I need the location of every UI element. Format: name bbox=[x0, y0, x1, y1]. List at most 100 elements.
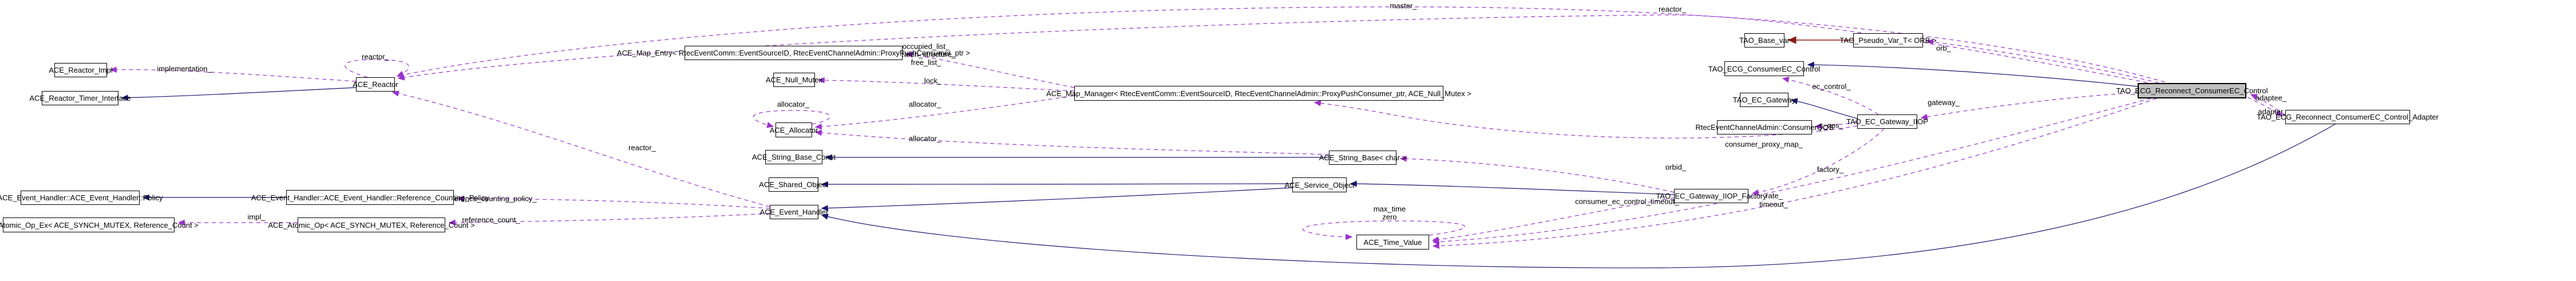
edge-allocator-from-string-base-line bbox=[814, 129, 1329, 155]
class-node-tao-ecg-consumerec-control[interactable]: TAO_ECG_ConsumerEC_Control bbox=[1708, 61, 1820, 76]
class-node-label: TAO_ECG_ConsumerEC_Control bbox=[1708, 64, 1821, 73]
edge-orb-line bbox=[1926, 38, 2159, 84]
edge-factory-line bbox=[1751, 128, 1885, 196]
class-node-tao-ecg-reconnect-consumerec-control-adapter[interactable]: TAO_ECG_Reconnect_ConsumerEC_Control_Ada… bbox=[2257, 110, 2439, 124]
class-node-ace-reactor-timer-interface[interactable]: ACE_Reactor_Timer_Interface bbox=[29, 91, 131, 105]
class-node-label: ACE_Atomic_Op< ACE_SYNCH_MUTEX, Referenc… bbox=[268, 220, 475, 229]
class-node-label: ACE_Reactor_Impl bbox=[49, 66, 113, 74]
class-node-label: ACE_Reactor bbox=[353, 80, 398, 89]
class-node-label: ACE_Event_Handler::ACE_Event_Handler::Po… bbox=[0, 193, 163, 202]
class-node-label: TAO_EC_Gateway bbox=[1732, 96, 1796, 104]
edge-label-rate: rate_ bbox=[1766, 191, 1783, 200]
class-node-label: ACE_String_Base< char > bbox=[1319, 153, 1407, 162]
class-node-label: ACE_Shared_Object bbox=[759, 180, 828, 189]
edge-reactor-long-line bbox=[397, 14, 2170, 88]
class-node-ace-shared-object[interactable]: ACE_Shared_Object bbox=[759, 177, 828, 192]
edge-rate-line bbox=[1432, 98, 2151, 245]
class-node-label: ACE_Map_Entry< RtecEventComm::EventSourc… bbox=[616, 49, 971, 57]
class-node-label: TAO_Base_var bbox=[1739, 36, 1790, 45]
class-node-ace-string-base-char[interactable]: ACE_String_Base< char > bbox=[1319, 151, 1406, 165]
class-node-label: ACE_Allocator bbox=[769, 125, 818, 134]
edge-label-factory: factory_ bbox=[1817, 165, 1844, 174]
class-node-tao-pseudo-var-t-orb[interactable]: TAO_Pseudo_Var_T< ORB > bbox=[1839, 33, 1937, 48]
edge-reactor-timer-interface-inherit-line bbox=[121, 87, 357, 101]
class-node-ace-event-handler-ref-counting-policy[interactable]: ACE_Event_Handler::ACE_Event_Handler::Re… bbox=[251, 190, 489, 205]
edge-label-allocator-from-string-base: allocator_ bbox=[908, 134, 941, 143]
class-node-label: TAO_EC_Gateway_IIOP bbox=[1846, 117, 1928, 126]
edge-allocator-self-loop-line bbox=[753, 110, 831, 128]
edge-event-handler-inherit-adapter-line bbox=[821, 124, 2336, 268]
class-node-tao-ec-gateway-iiop-factory[interactable]: TAO_EC_Gateway_IIOP_Factory bbox=[1656, 189, 1767, 203]
edge-consumerec-control-inherit-line bbox=[1807, 61, 2138, 87]
class-node-label: TAO_Pseudo_Var_T< ORB > bbox=[1839, 36, 1937, 45]
class-node-label: ACE_Atomic_Op_Ex< ACE_SYNCH_MUTEX, Refer… bbox=[0, 220, 199, 229]
edge-label-allocator-from-map-manager: allocator_ bbox=[908, 100, 941, 109]
edge-implementation-line bbox=[109, 66, 357, 82]
class-node-ace-map-entry[interactable]: ACE_Map_Entry< RtecEventComm::EventSourc… bbox=[617, 46, 970, 60]
edge-label-gateway: gateway_ bbox=[1928, 98, 1960, 107]
class-node-tao-ec-gateway-iiop[interactable]: TAO_EC_Gateway_IIOP bbox=[1846, 114, 1928, 129]
edge-orbid-line bbox=[1399, 155, 1675, 193]
edge-label-reactor-self-loop: reactor_ bbox=[362, 52, 389, 61]
edge-label-reference-counting-policy: reference_counting_policy_ bbox=[445, 194, 537, 203]
edge-event-handler-inherit-service-object-line bbox=[821, 187, 1293, 212]
class-node-ace-allocator[interactable]: ACE_Allocator bbox=[770, 122, 818, 137]
edge-reactor-self-loop-line bbox=[345, 59, 409, 78]
class-node-rtec-consumer-qos[interactable]: RtecEventChannelAdmin::ConsumerQOS bbox=[1695, 120, 1834, 134]
class-node-ace-atomic-op-ex[interactable]: ACE_Atomic_Op_Ex< ACE_SYNCH_MUTEX, Refer… bbox=[0, 217, 199, 232]
edge-label-reference-count: reference_count_ bbox=[462, 215, 520, 224]
edge-label-lock: lock_ bbox=[924, 76, 942, 85]
class-node-label: ACE_Event_Handler::ACE_Event_Handler::Re… bbox=[251, 193, 489, 202]
edge-label-orb: orb_ bbox=[1936, 43, 1952, 53]
edge-consumer-proxy-map-line bbox=[1313, 100, 1858, 138]
edge-label-allocator-self-loop: allocator_ bbox=[777, 100, 810, 109]
class-node-ace-string-base-const[interactable]: ACE_String_Base_Const bbox=[752, 150, 836, 164]
edge-label-implementation: implementation_ bbox=[157, 64, 212, 73]
edge-label-time-value-self-loop-1: zero bbox=[1382, 212, 1397, 221]
class-node-label: TAO_ECG_Reconnect_ConsumerEC_Control_Ada… bbox=[2257, 113, 2439, 121]
edge-label-adaptee: adaptee_ bbox=[2255, 93, 2287, 102]
class-node-label: ACE_Map_Manager< RtecEventComm::EventSou… bbox=[1046, 89, 1471, 98]
edge-map-entry-members-line bbox=[905, 52, 1075, 88]
class-node-tao-ec-gateway[interactable]: TAO_EC_Gateway bbox=[1733, 93, 1795, 107]
edge-label-ec-control: ec_control_ bbox=[1812, 82, 1851, 91]
edge-label-c-qos: c_qos_ bbox=[1819, 121, 1843, 130]
class-node-ace-time-value[interactable]: ACE_Time_Value bbox=[1356, 235, 1429, 250]
class-node-ace-null-mutex[interactable]: ACE_Null_Mutex bbox=[766, 73, 822, 87]
edge-reference-count-line bbox=[448, 213, 770, 226]
edge-label-reactor-from-event-handler: reactor_ bbox=[628, 143, 656, 152]
edge-master-line bbox=[396, 6, 2173, 85]
class-node-ace-reactor[interactable]: ACE_Reactor bbox=[353, 77, 398, 92]
class-node-label: TAO_ECG_Reconnect_ConsumerEC_Control bbox=[2116, 86, 2268, 95]
edge-label-timeout: timeout_ bbox=[1759, 200, 1788, 209]
class-node-label: ACE_Reactor_Timer_Interface bbox=[29, 94, 131, 102]
edge-reactor-from-event-handler-line bbox=[391, 90, 770, 207]
edge-label-map-entry-members-2: free_list_ bbox=[911, 58, 941, 67]
class-node-ace-event-handler[interactable]: ACE_Event_Handler bbox=[760, 205, 828, 219]
edge-label-impl: impl_ bbox=[247, 212, 266, 221]
edge-service-object-inherit-factory-line bbox=[1350, 180, 1675, 195]
edge-timeout-line bbox=[1432, 98, 2157, 249]
class-node-tao-ecg-reconnect-consumerec-control[interactable]: TAO_ECG_Reconnect_ConsumerEC_Control bbox=[2116, 83, 2268, 98]
class-node-label: ACE_Null_Mutex bbox=[766, 76, 822, 84]
edge-reference-counting-policy-line bbox=[457, 195, 770, 209]
edge-ec-control-line bbox=[1782, 76, 1879, 115]
edge-label-orbid: orbid_ bbox=[1665, 163, 1687, 172]
class-node-label: ACE_String_Base_Const bbox=[752, 153, 836, 161]
class-node-ace-atomic-op[interactable]: ACE_Atomic_Op< ACE_SYNCH_MUTEX, Referenc… bbox=[268, 217, 475, 232]
class-node-label: ACE_Event_Handler bbox=[759, 208, 829, 216]
edge-lock-line bbox=[817, 77, 1075, 92]
class-node-ace-reactor-impl[interactable]: ACE_Reactor_Impl bbox=[49, 63, 113, 77]
edge-consumer-ec-control-timeout-line bbox=[1431, 197, 1675, 243]
class-node-ace-map-manager[interactable]: ACE_Map_Manager< RtecEventComm::EventSou… bbox=[1046, 86, 1471, 101]
edge-label-master: master_ bbox=[1390, 1, 1417, 10]
class-node-ace-service-object[interactable]: ACE_Service_Object bbox=[1284, 177, 1355, 192]
class-node-ace-event-handler-policy[interactable]: ACE_Event_Handler::ACE_Event_Handler::Po… bbox=[0, 191, 163, 205]
edge-c-qos-line bbox=[1814, 121, 1858, 129]
edge-time-value-self-loop-line bbox=[1302, 220, 1466, 240]
class-node-label: ACE_Service_Object bbox=[1284, 180, 1355, 189]
class-node-tao-base-var[interactable]: TAO_Base_var bbox=[1739, 33, 1790, 48]
edge-label-time-value-self-loop-0: max_time bbox=[1373, 204, 1406, 213]
